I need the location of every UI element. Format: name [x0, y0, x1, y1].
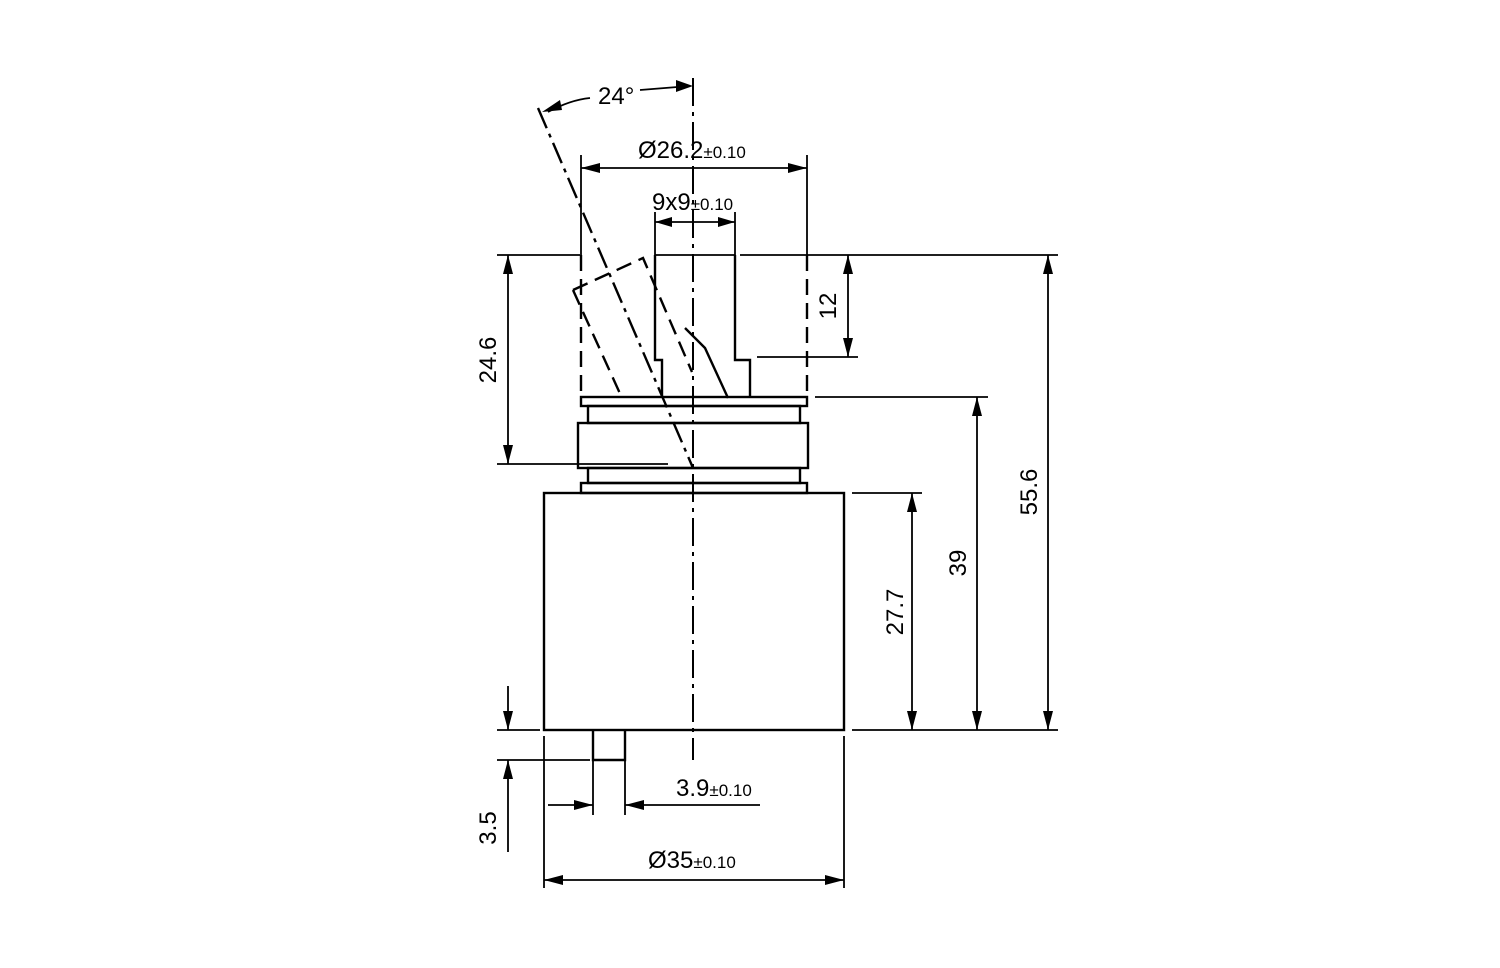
dim-top-diameter: Ø26.2±0.10 — [580, 137, 808, 255]
dim-total-height: 55.6 — [1016, 255, 1053, 730]
dim-total-height-label: 55.6 — [1016, 469, 1043, 516]
svg-text:Ø35±0.10: Ø35±0.10 — [648, 847, 736, 874]
dim-pin-height: 3.5 — [475, 686, 590, 852]
dim-upper-height: 24.6 — [475, 254, 668, 465]
upper-stem — [579, 254, 809, 397]
dim-pin-width-tol: ±0.10 — [709, 781, 751, 800]
dim-square-label: 9x9 — [652, 189, 691, 216]
dim-body-diameter: Ø35±0.10 — [543, 736, 845, 888]
dim-top-diameter-tol: ±0.10 — [703, 143, 745, 162]
dim-body-diameter-tol: ±0.10 — [693, 853, 735, 872]
dim-angle: 24° — [542, 80, 693, 113]
dim-body-height: 27.7 — [882, 493, 917, 730]
dim-square-tol: ±0.10 — [691, 195, 733, 214]
dim-pin-width-label: 3.9 — [676, 775, 709, 802]
dim-angle-label: 24° — [598, 83, 634, 110]
dim-upper-height-label: 24.6 — [475, 337, 502, 384]
dim-body-diameter-label: Ø35 — [648, 847, 693, 874]
dim-body-to-flange-label: 39 — [945, 550, 972, 577]
dim-body-to-flange: 39 — [945, 397, 982, 730]
dim-body-height-label: 27.7 — [882, 589, 909, 636]
dim-stem-height: 12 — [815, 255, 853, 357]
svg-text:3.9±0.10: 3.9±0.10 — [676, 775, 752, 802]
dim-top-diameter-label: Ø26.2 — [638, 137, 703, 164]
svg-text:Ø26.2±0.10: Ø26.2±0.10 — [638, 137, 746, 164]
dim-stem-height-label: 12 — [815, 293, 842, 320]
svg-text:9x9±0.10: 9x9±0.10 — [652, 189, 733, 216]
bottom-pin — [591, 730, 627, 762]
dim-square: 9x9±0.10 — [652, 189, 736, 255]
dim-pin-height-label: 3.5 — [475, 811, 502, 844]
tilted-stem — [536, 107, 730, 469]
dim-pin-width: 3.9±0.10 — [548, 760, 760, 815]
